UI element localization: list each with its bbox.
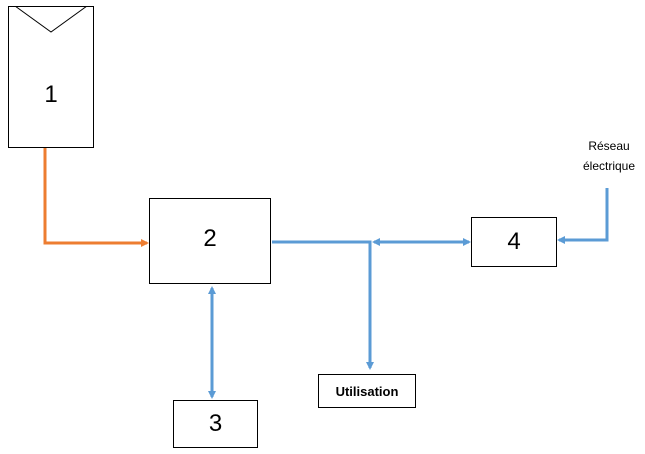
usage-node: Utilisation <box>318 374 416 408</box>
controller-label: 2 <box>203 225 217 252</box>
storage-label: 3 <box>208 410 223 437</box>
controller-to-bus-connector <box>272 240 374 370</box>
storage-node: 3 <box>173 400 258 448</box>
grid-label-line1: Réseau <box>588 139 630 153</box>
panel-to-controller-connector <box>43 148 149 247</box>
solar-panel-node: 1 <box>8 6 94 148</box>
grid-label: Réseau électrique <box>566 136 645 176</box>
panel-chevron-icon <box>14 6 88 33</box>
grid-to-grid-unit-connector <box>557 188 609 244</box>
grid-label-line2: électrique <box>582 159 636 173</box>
grid-unit-label: 4 <box>507 228 521 255</box>
usage-label: Utilisation <box>335 383 399 399</box>
controller-node: 2 <box>149 198 271 284</box>
panel-label: 1 <box>44 81 58 108</box>
grid-unit-node: 4 <box>471 217 557 267</box>
